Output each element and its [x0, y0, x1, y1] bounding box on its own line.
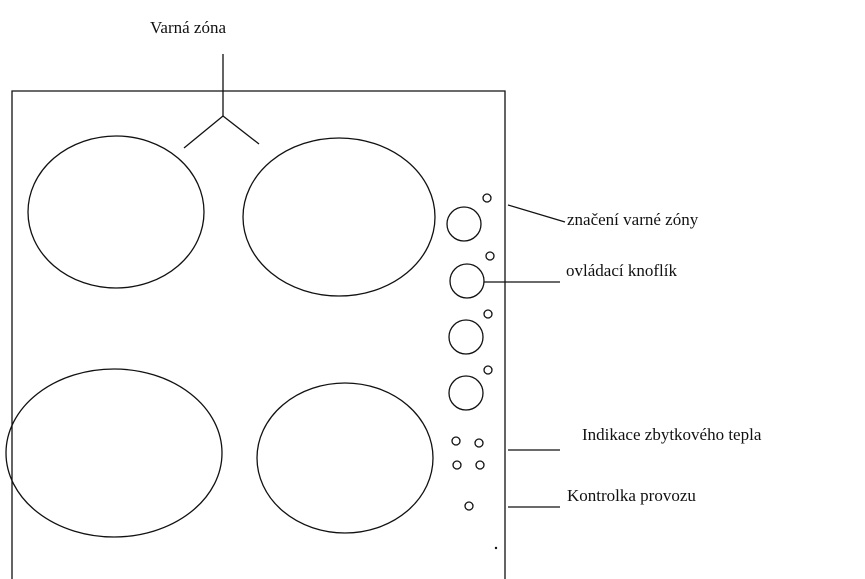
control-knob-label: ovládací knoflík [566, 261, 677, 280]
residual-heat-indicator-1 [451, 436, 461, 446]
operation-light-label: Kontrolka provozu [567, 486, 696, 505]
control-knob-2 [449, 263, 485, 299]
cooking-zone-label: Varná zóna [150, 18, 226, 37]
cooking-zone-pointer-right [222, 115, 260, 145]
control-knob-1 [446, 206, 482, 242]
operation-light [464, 501, 474, 511]
cooking-zone-pointer-left [183, 115, 224, 149]
cooktop-outline [11, 90, 506, 579]
zone-marking-dot-4 [483, 365, 493, 375]
residual-heat-indicator-3 [452, 460, 462, 470]
zone-marking-dot-1 [482, 193, 492, 203]
residual-heat-indicator-2 [474, 438, 484, 448]
residual-heat-indicator-4 [475, 460, 485, 470]
zone-marking-leader [507, 204, 566, 223]
zone-marking-dot-2 [485, 251, 495, 261]
control-knob-4 [448, 375, 484, 411]
residual-heat-label: Indikace zbytkového tepla [582, 425, 762, 444]
control-knob-3 [448, 319, 484, 355]
cooking-zone-top-right [242, 137, 436, 297]
zone-marking-dot-3 [483, 309, 493, 319]
stray-dot [494, 546, 498, 550]
zone-marking-label: značení varné zóny [567, 210, 699, 229]
cooking-zone-top-left [27, 135, 205, 289]
cooking-zone-bottom-right [256, 382, 434, 534]
cooking-zone-bottom-left [5, 368, 223, 538]
